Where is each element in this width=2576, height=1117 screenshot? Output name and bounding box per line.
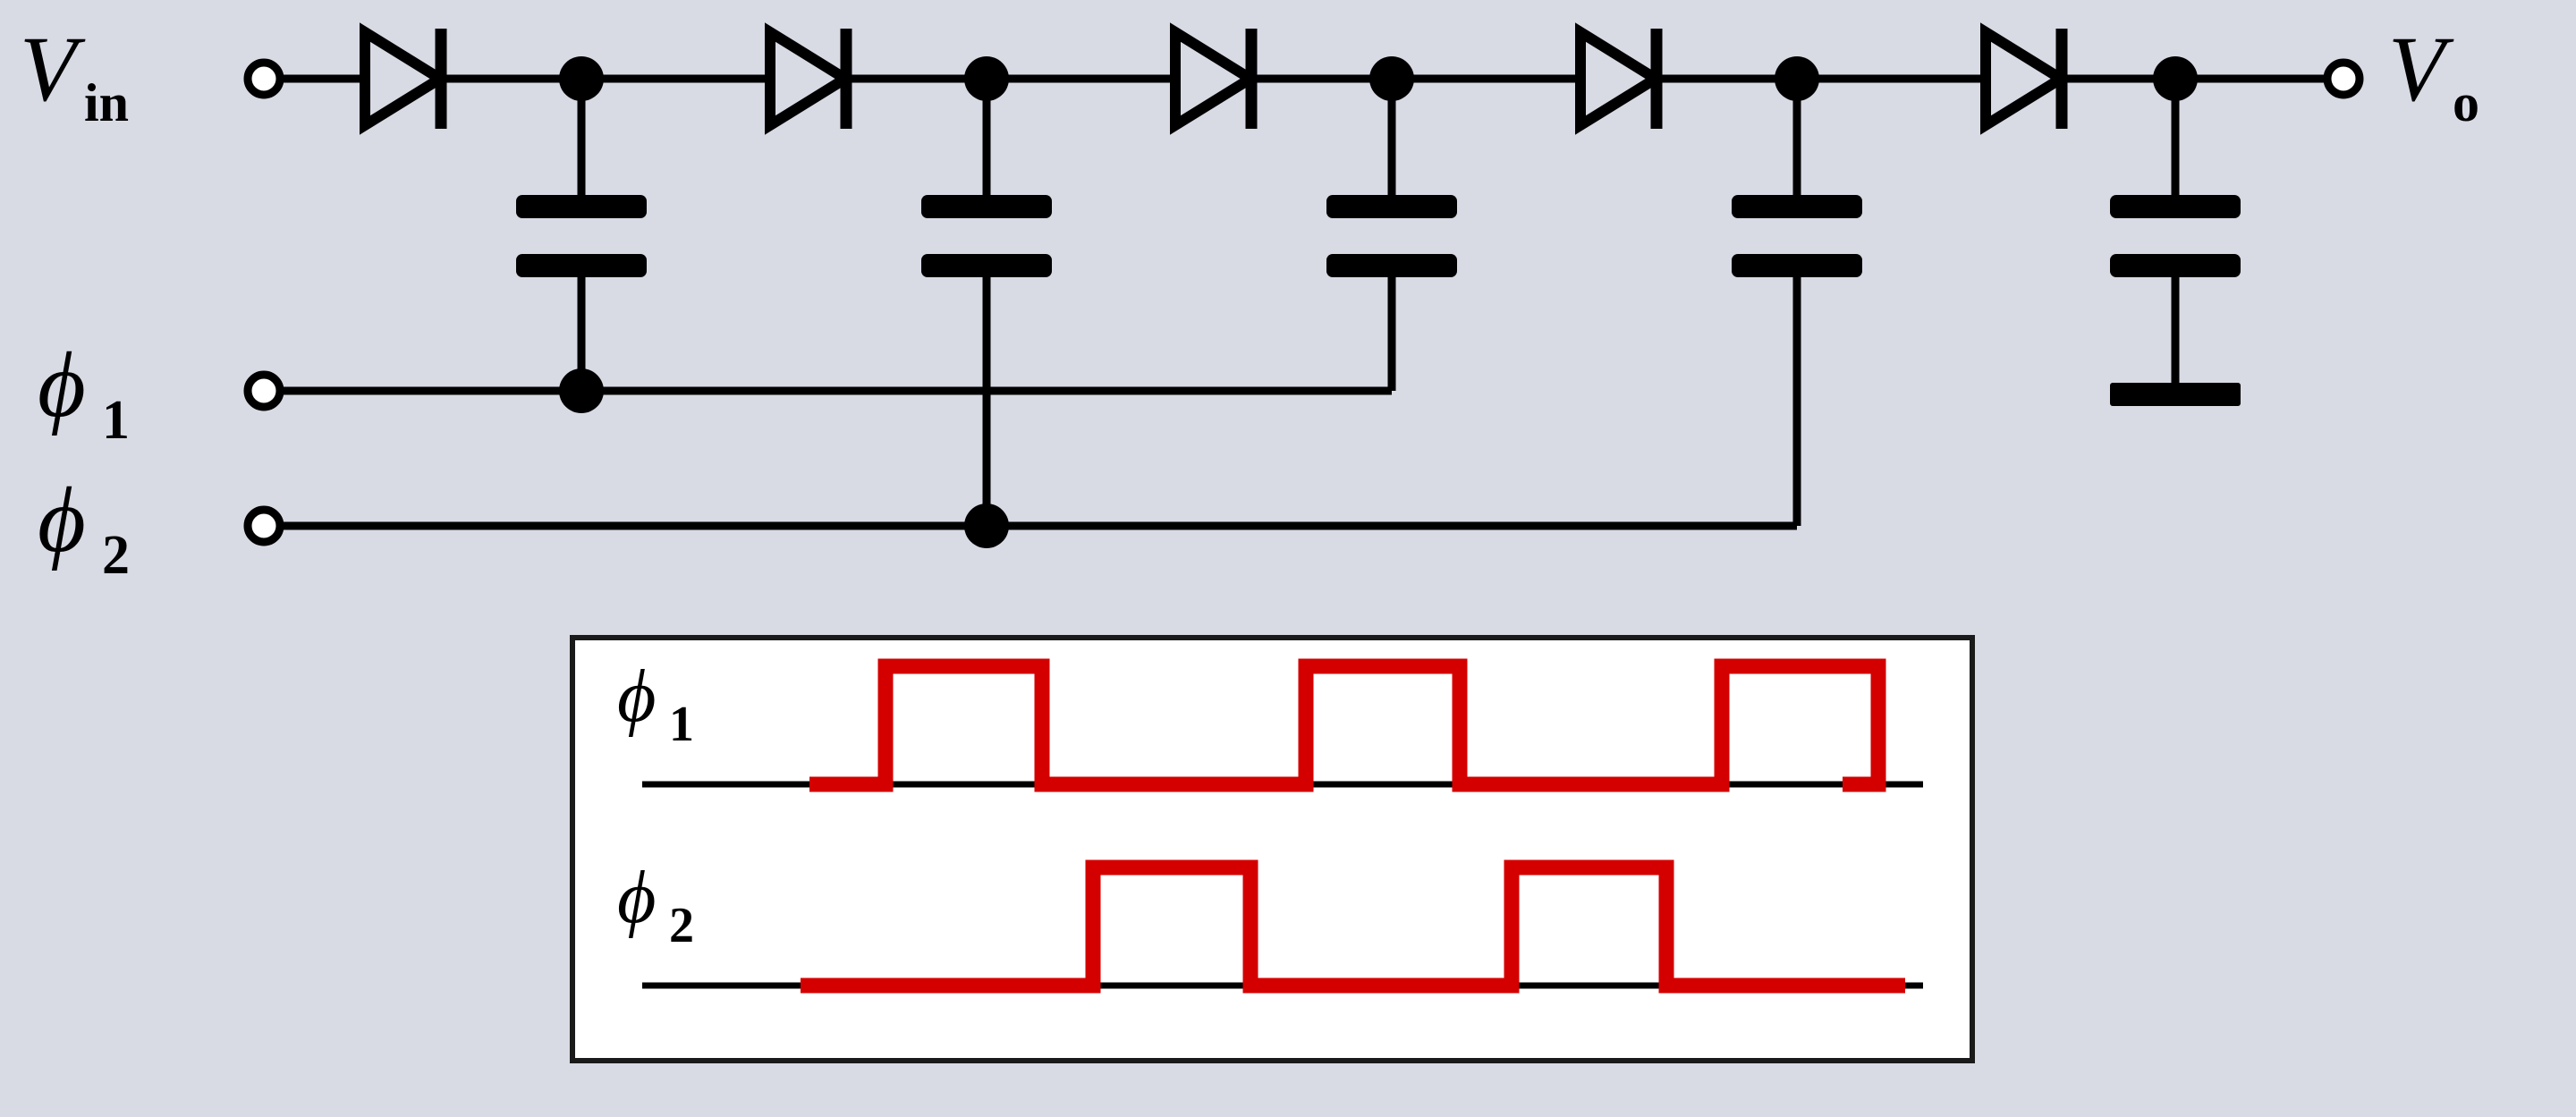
phi2-waveform-label-sub: 2 bbox=[669, 898, 694, 953]
junction-dot-phi1 bbox=[559, 368, 604, 413]
capacitor-C4 bbox=[1732, 79, 1862, 526]
vout-base: V bbox=[2388, 18, 2454, 121]
phi1-terminal[interactable] bbox=[243, 370, 284, 411]
phi2-terminal[interactable] bbox=[243, 505, 284, 546]
junction-dot-N4 bbox=[1775, 56, 1819, 101]
vout-subscript: o bbox=[2453, 73, 2479, 132]
capacitor-C1 bbox=[516, 79, 647, 391]
capacitor-C2 bbox=[921, 79, 1052, 526]
phi1-waveform-label-base: ϕ bbox=[617, 655, 656, 738]
diode-D4 bbox=[1575, 22, 1666, 135]
vin-subscript: in bbox=[84, 73, 129, 132]
phi1-waveform-label-sub: 1 bbox=[669, 697, 694, 752]
diode-D3 bbox=[1170, 22, 1261, 135]
waveform-box bbox=[570, 635, 1975, 1063]
junction-dot-N5 bbox=[2153, 56, 2198, 101]
label-vin: V in bbox=[20, 18, 129, 132]
junction-dot-N2 bbox=[964, 56, 1009, 101]
phi2-subscript: 2 bbox=[102, 525, 130, 586]
waveform-panel: ϕ 1 ϕ 2 bbox=[570, 635, 1975, 1063]
waveform-row-phi1: ϕ 1 bbox=[617, 655, 1923, 792]
phi1-subscript: 1 bbox=[102, 390, 130, 451]
phi1-base: ϕ bbox=[38, 334, 86, 436]
vin-base: V bbox=[20, 18, 86, 121]
phi1-waveform-trace bbox=[809, 658, 1886, 792]
junction-dot-N3 bbox=[1369, 56, 1414, 101]
junction-dot-N1 bbox=[559, 56, 604, 101]
output-terminal[interactable] bbox=[2323, 58, 2364, 99]
phi2-waveform-label-base: ϕ bbox=[617, 856, 656, 939]
label-phi2-circuit: ϕ 2 bbox=[38, 469, 130, 586]
diode-D5 bbox=[1980, 22, 2072, 135]
input-terminal[interactable] bbox=[243, 58, 284, 99]
waveform-row-phi2: ϕ 2 bbox=[617, 856, 1923, 994]
ground-bar-icon bbox=[2110, 383, 2241, 406]
label-vout: V o bbox=[2388, 18, 2479, 132]
phi2-waveform-trace bbox=[801, 859, 1905, 994]
label-phi1-circuit: ϕ 1 bbox=[38, 334, 130, 451]
diode-D1 bbox=[360, 22, 451, 135]
junction-dot-phi2 bbox=[964, 503, 1009, 548]
phi2-base: ϕ bbox=[38, 469, 86, 571]
capacitor-C5 bbox=[2110, 79, 2241, 406]
diode-D2 bbox=[765, 22, 856, 135]
